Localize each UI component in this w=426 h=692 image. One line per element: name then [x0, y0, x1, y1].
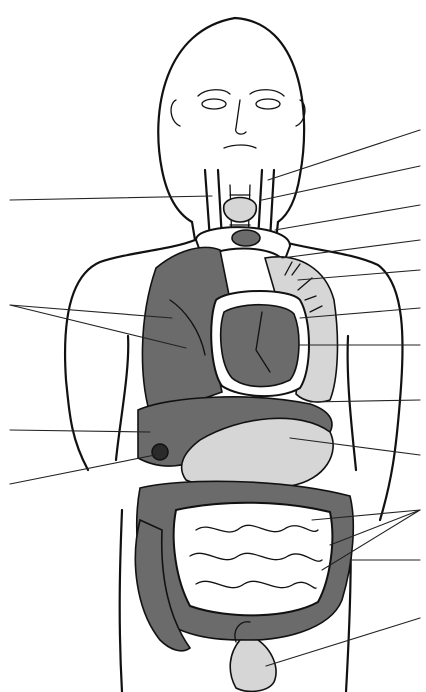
gallbladder — [152, 444, 168, 460]
left-side-lower — [120, 510, 122, 692]
right-eye — [256, 99, 280, 109]
right-carotid-outer — [270, 170, 274, 240]
pulmonary-trunk-top — [232, 230, 260, 246]
thyroid — [224, 198, 257, 223]
intestines — [135, 481, 353, 651]
right-inner-arm — [348, 336, 356, 470]
heart — [221, 305, 299, 387]
leader-line-left-1 — [10, 196, 212, 200]
head-outline — [158, 18, 304, 222]
mouth — [224, 145, 256, 148]
leader-line-left-3 — [10, 430, 150, 432]
right-eyebrow — [250, 90, 284, 96]
leader-line-right-3 — [275, 205, 420, 230]
small-intestine — [174, 503, 333, 616]
left-eyebrow — [198, 90, 230, 96]
leader-line-right-1 — [268, 130, 420, 180]
left-inner-arm — [116, 336, 128, 460]
bladder-shape — [230, 640, 276, 691]
face — [171, 90, 305, 148]
heart-region — [211, 291, 309, 396]
left-ear — [171, 100, 180, 126]
nose — [236, 100, 246, 134]
left-eye — [202, 99, 226, 109]
leader-line-right-2 — [262, 166, 420, 200]
